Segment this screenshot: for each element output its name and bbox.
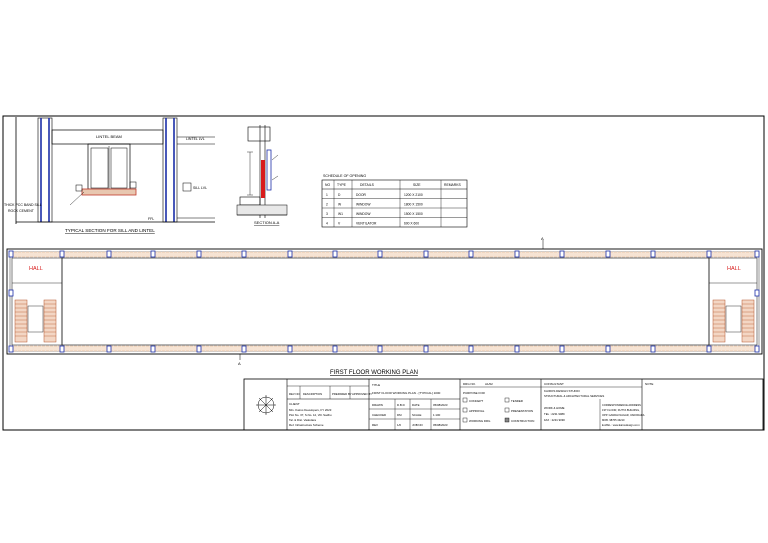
scale-label: SCALE [412, 413, 422, 417]
schedule-cell: WINDOW [356, 203, 371, 207]
job-label: JOB NO [412, 423, 424, 427]
consultant-name: KAIROS DESIGN STUDIO [544, 389, 581, 393]
schedule-cell: 3 [326, 212, 328, 216]
wall-section-title: SECTION A-A [254, 220, 280, 225]
drawn-label: DRAWN [372, 403, 383, 407]
purpose-option: PRESENTATION [511, 409, 533, 413]
schedule-cell: 600 X 600 [404, 222, 419, 226]
rev-header-prepared: PREPARED BY [332, 392, 352, 396]
left-room-label: HALL [29, 266, 43, 272]
rev-label: REV [372, 423, 378, 427]
right-staircase [712, 299, 755, 343]
client-label: CLIENT [289, 402, 300, 406]
schedule-cell: W1 [338, 212, 343, 216]
drawing-no-label: DRG NO. [463, 382, 476, 386]
drawing-title: FIRST FLOOR WORKING PLAN - [TYPICAL] 100… [372, 391, 441, 395]
rev-header-description: DESCRIPTION [303, 392, 322, 396]
schedule-cell: 1 [326, 193, 328, 197]
schedule-cell: W [338, 203, 342, 207]
left-staircase [14, 299, 57, 343]
sill-note-2: ROCK CEMENT [8, 209, 35, 213]
rev-value: 1/0 [397, 423, 401, 427]
job-value: 05/08/2023 [433, 423, 448, 427]
title-label: TITLE [372, 383, 380, 387]
schedule-header-remarks: REMARKS [444, 183, 462, 187]
wall-section: SECTION A-A [236, 125, 288, 225]
schedule-header-type: TYPE [337, 183, 347, 187]
schedule-cell: 1800 X 1500 [404, 203, 423, 207]
schedule-header-details: DETAILS [360, 183, 375, 187]
level-top-label: LINTEL LVL [186, 137, 205, 141]
schedule-cell: D [338, 193, 341, 197]
consultant-line: TEL : 2231 9089 [544, 412, 565, 416]
sill-lintel-section: LINTEL BEAM LINTEL LVL SILL LVL FFL THIC… [4, 117, 215, 233]
schedule-cell: DOOR [356, 193, 367, 197]
title-block: REV NO DESCRIPTION PREPARED BY APPROVED … [243, 378, 764, 431]
consultant-line: FAX : 2231 9090 [544, 418, 565, 422]
schedule-cell: V [338, 222, 341, 226]
schedule-cell: 2 [326, 203, 328, 207]
column-markers [8, 250, 760, 353]
client-line: Tal. & Dist. Vadodara [289, 418, 316, 422]
contact-line: 1ST FLOOR, DUTTA BUILDING, [602, 408, 640, 412]
plan-title: FIRST FLOOR WORKING PLAN [330, 370, 418, 376]
right-room-label: HALL [727, 266, 741, 272]
client-line: M/s. Kairos Developers, FY 2023 [289, 408, 332, 412]
section-marker-bottom: A [238, 361, 241, 366]
drawn-value: D.B.D [397, 403, 405, 407]
level-bottom-label: FFL [148, 217, 154, 221]
schedule-title: SCHEDULE OF OPENING [323, 174, 366, 178]
purpose-option: APPROVAL [469, 409, 485, 413]
schedule-cell: VENTILATOR [356, 222, 377, 226]
checked-label: CHECKED [372, 413, 386, 417]
contact-line: E-MAIL : www.kairosdesign.co.in [602, 423, 640, 427]
schedule-cell: WINDOW [356, 212, 371, 216]
level-mid-label: SILL LVL [193, 186, 207, 190]
drawing-no-value: A1/02 [485, 382, 493, 386]
checked-value: DM [397, 413, 402, 417]
consultant-line: WORK & HOME [544, 406, 565, 410]
sill-note-1: THICK PCC BAND SILL [4, 203, 42, 207]
purpose-option: TENDER [511, 399, 523, 403]
rev-header-approved: APPROVED BY [352, 392, 372, 396]
compass-icon [256, 395, 276, 415]
client-line: Plot No. 37, S.No. 12, Vill. Sadhu [289, 413, 332, 417]
rev-header-no: REV NO [289, 392, 301, 396]
section-title: TYPICAL SECTION FOR SILL AND LINTEL [65, 228, 155, 233]
schedule-header-no: NO [325, 183, 330, 187]
schedule-header-size: SIZE [413, 183, 421, 187]
contact-line: CORRESPONDENCE ADDRESS [602, 403, 641, 407]
section-marker-top: A [541, 236, 544, 241]
purpose-option: CONCEPT [469, 399, 483, 403]
schedule-cell: 1500 X 1500 [404, 212, 423, 216]
sheet-note-label: NOTE [645, 382, 653, 386]
opening-schedule: SCHEDULE OF OPENING NO TYPE DETAILS SIZE… [321, 174, 468, 228]
contact-line: OPP. GANDHI NAGAR, VADODARA [602, 413, 645, 417]
consultant-line: STRUCTURAL & ARCHITECTURAL SERVICES [544, 394, 604, 398]
consultant-label: CONSULTANT [544, 382, 564, 386]
purpose-option: WORKING DRG [469, 419, 491, 423]
scale-value: 1:100 [433, 413, 441, 417]
floor-plan: HALL HALL A A FIRS [6, 236, 763, 376]
schedule-cell: 4 [326, 222, 328, 226]
lintel-label: LINTEL BEAM [96, 134, 122, 139]
purpose-option: CONSTRUCTION [511, 419, 534, 423]
purpose-label: PURPOSE FOR [463, 391, 486, 395]
client-line: Ref. Infrastructure Scheme [289, 423, 324, 427]
date-value: 05/08/2023 [433, 403, 448, 407]
schedule-cell: 1200 X 2100 [404, 193, 423, 197]
date-label: DATE [412, 403, 420, 407]
purpose-checkboxes [462, 397, 510, 423]
contact-line: MOB. 98765 43210 [602, 418, 625, 422]
